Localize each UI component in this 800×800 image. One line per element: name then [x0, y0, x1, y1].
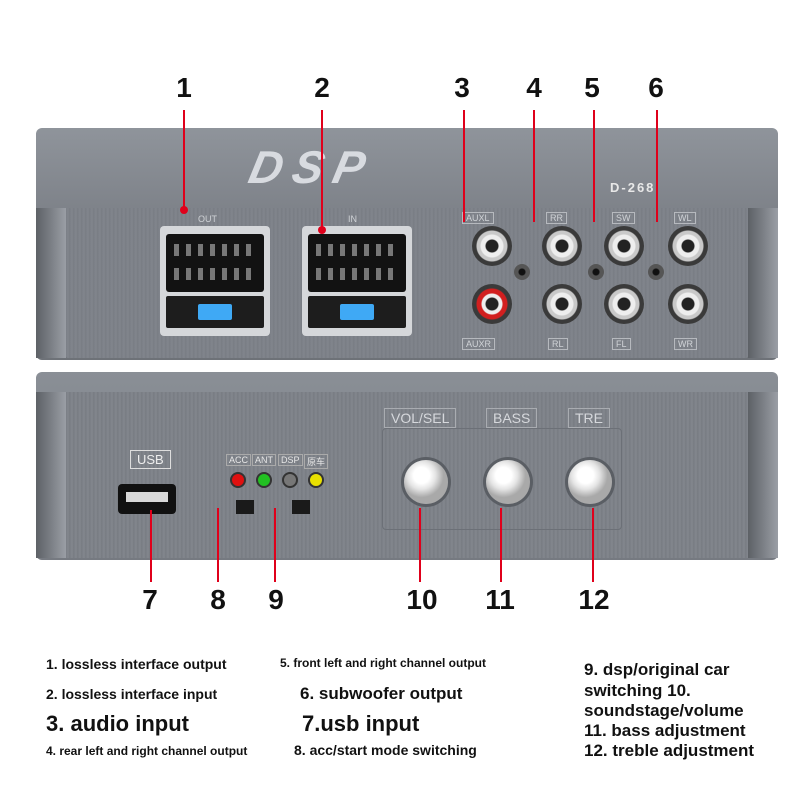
- small-jack[interactable]: [588, 264, 604, 280]
- acc-led-icon: [230, 472, 246, 488]
- rca-label-rl: RL: [548, 338, 568, 350]
- knob-label-vol-sel: VOL/SEL: [384, 408, 457, 428]
- left-endcap: [36, 208, 66, 358]
- callout-line-10: [419, 508, 421, 582]
- knob-label-tre: TRE: [568, 408, 610, 428]
- led-label-acc: ACC: [226, 454, 252, 466]
- fuse: [340, 304, 374, 320]
- connector-pins: [166, 234, 264, 292]
- fuse-holder: [166, 296, 264, 328]
- ant-led-icon: [256, 472, 272, 488]
- callout-number-9: 9: [268, 584, 284, 615]
- callout-line-5: [593, 110, 595, 222]
- subwoofer-rca-jack[interactable]: [604, 226, 644, 266]
- usb-port[interactable]: [118, 484, 176, 514]
- callout-number-12: 12: [578, 584, 610, 615]
- rca-label-sw: SW: [612, 212, 635, 224]
- legend-item-8: 8. acc/start mode switching: [294, 742, 477, 758]
- legend-item-2: 2. lossless interface input: [46, 686, 218, 702]
- legend-item-7: 7.usb input: [302, 711, 420, 736]
- legend-item-10: soundstage/volume: [584, 701, 744, 720]
- rca-label-wr: WR: [674, 338, 697, 350]
- connector-pins: [308, 234, 406, 292]
- callout-number-3: 3: [454, 72, 470, 103]
- legend-item-4: 4. rear left and right channel output: [46, 744, 248, 758]
- legend-item-6: 6. subwoofer output: [300, 684, 463, 703]
- callout-number-6: 6: [648, 72, 664, 103]
- callout-number-1: 1: [176, 72, 192, 103]
- aux-right-rca-jack[interactable]: [472, 284, 512, 324]
- callout-dot-2: [318, 226, 326, 234]
- led-label-original-car: 原车: [304, 454, 329, 469]
- legend-item-12: 12. treble adjustment: [584, 741, 755, 760]
- woofer-left-rca-jack[interactable]: [668, 226, 708, 266]
- out-label: OUT: [198, 214, 217, 224]
- input-connector[interactable]: [302, 226, 412, 336]
- callout-dot-1: [180, 206, 188, 214]
- rear-left-rca-jack[interactable]: [542, 284, 582, 324]
- legend-item-5: 5. front left and right channel output: [280, 656, 486, 670]
- rear-right-rca-jack[interactable]: [542, 226, 582, 266]
- model-number: D-268: [610, 180, 656, 195]
- brand-logo: DSP: [244, 141, 381, 193]
- knob-label-bass: BASS: [486, 408, 538, 428]
- knob-panel: [382, 428, 622, 530]
- legend-item-9: 9. dsp/original car: [584, 660, 730, 679]
- rca-label-auxr: AUXR: [462, 338, 496, 350]
- legend-item-11: 11. bass adjustment: [584, 721, 746, 740]
- woofer-right-rca-jack[interactable]: [668, 284, 708, 324]
- callout-line-1: [183, 110, 185, 208]
- left-endcap: [36, 392, 66, 558]
- callout-line-8: [217, 508, 219, 582]
- output-connector[interactable]: [160, 226, 270, 336]
- in-label: IN: [348, 214, 357, 224]
- rca-label-wl: WL: [674, 212, 696, 224]
- right-endcap: [748, 392, 778, 558]
- rca-label-auxl: AUXL: [462, 212, 494, 224]
- car-led-icon: [308, 472, 324, 488]
- dsp-top-panel: DSP D-268 OUT IN: [36, 128, 778, 360]
- callout-line-4: [533, 110, 535, 222]
- dsp-original-switch[interactable]: [292, 500, 310, 514]
- legend-item-3: 3. audio input: [46, 711, 189, 736]
- bottom-front-face: USB ACC ANT DSP 原车 VOL/SEL BASS TRE: [36, 392, 778, 558]
- callout-number-7: 7: [142, 584, 158, 615]
- treble-knob[interactable]: [568, 460, 612, 504]
- callout-number-11: 11: [485, 584, 515, 615]
- top-front-face: OUT IN AUXL: [36, 208, 778, 358]
- callout-number-2: 2: [314, 72, 330, 103]
- callout-line-6: [656, 110, 658, 222]
- bass-knob[interactable]: [486, 460, 530, 504]
- dsp-bottom-panel: USB ACC ANT DSP 原车 VOL/SEL BASS TRE: [36, 372, 778, 560]
- callout-line-12: [592, 508, 594, 582]
- led-label-dsp: DSP: [278, 454, 303, 466]
- callout-line-2: [321, 110, 323, 228]
- callout-number-10: 10: [406, 584, 438, 615]
- right-endcap: [748, 208, 778, 358]
- rca-label-rr: RR: [546, 212, 567, 224]
- callout-line-3: [463, 110, 465, 222]
- small-jack[interactable]: [648, 264, 664, 280]
- callout-number-8: 8: [210, 584, 226, 615]
- aux-left-rca-jack[interactable]: [472, 226, 512, 266]
- callout-line-7: [150, 510, 152, 582]
- small-jack[interactable]: [514, 264, 530, 280]
- usb-label: USB: [130, 450, 171, 469]
- callout-line-9: [274, 508, 276, 582]
- fuse: [198, 304, 232, 320]
- rca-label-fl: FL: [612, 338, 631, 350]
- led-label-ant: ANT: [252, 454, 276, 466]
- callout-number-5: 5: [584, 72, 600, 103]
- volume-knob[interactable]: [404, 460, 448, 504]
- legend-item-1: 1. lossless interface output: [46, 656, 227, 672]
- fuse-holder: [308, 296, 406, 328]
- callout-line-11: [500, 508, 502, 582]
- legend-item-9-cont: switching 10.: [584, 681, 691, 700]
- front-left-rca-jack[interactable]: [604, 284, 644, 324]
- callout-number-4: 4: [526, 72, 542, 103]
- acc-mode-switch[interactable]: [236, 500, 254, 514]
- dsp-led-icon: [282, 472, 298, 488]
